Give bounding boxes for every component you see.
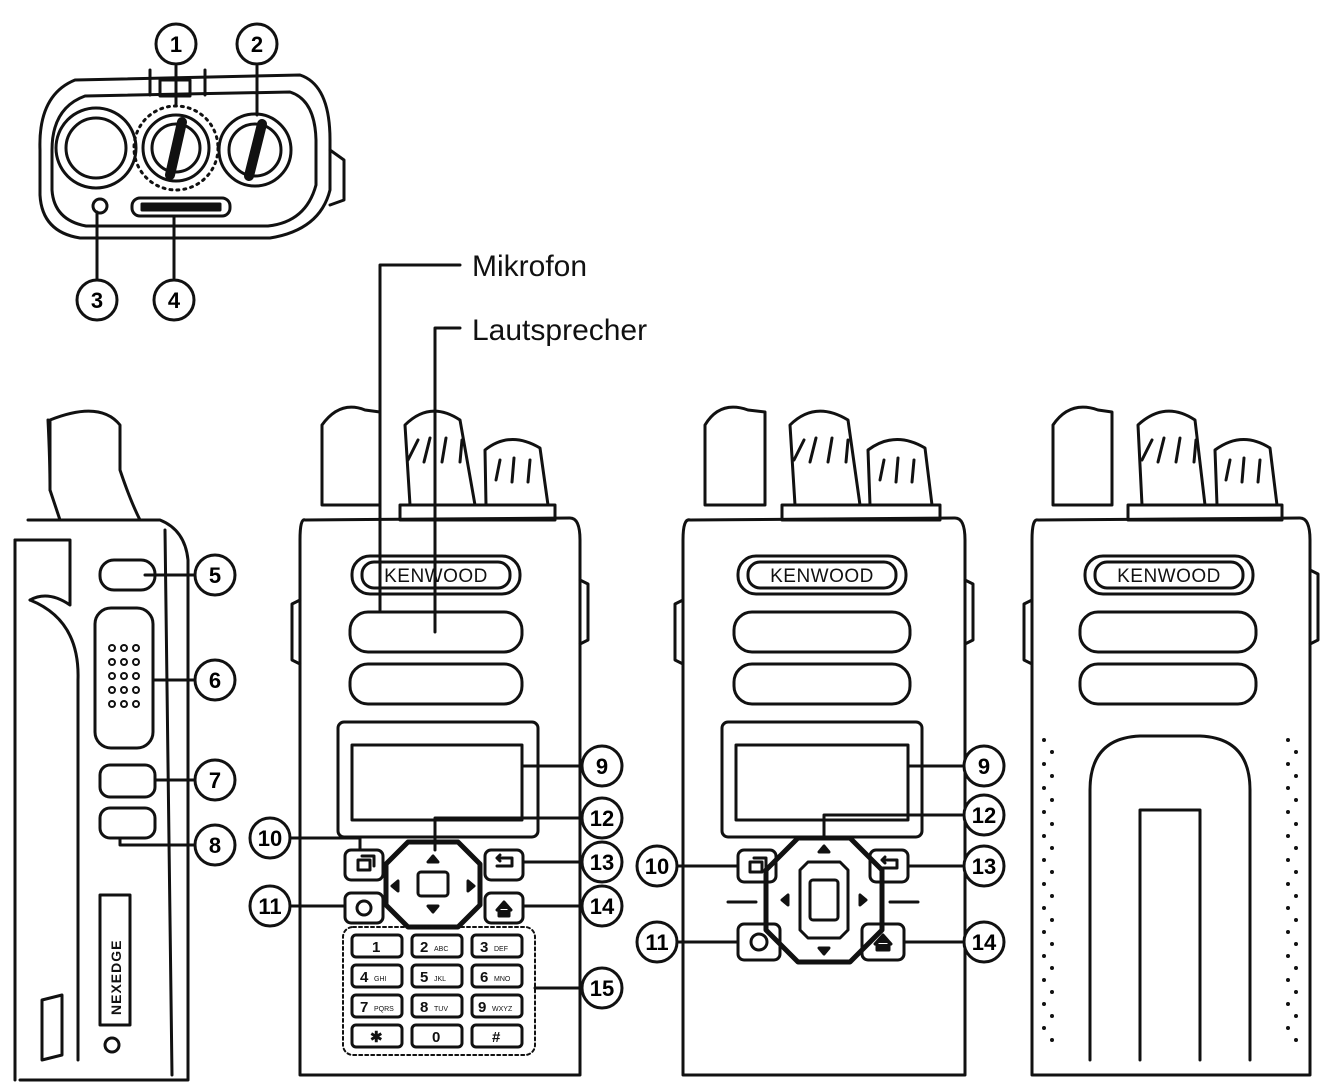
callout-12-front2: 12	[972, 803, 996, 828]
belt-clip	[1088, 734, 1252, 1062]
key-label: 2	[420, 939, 428, 956]
ptt-button	[93, 606, 155, 750]
key-label: #	[492, 1029, 501, 1046]
back-view	[1022, 405, 1320, 1077]
callout-4: 4	[168, 288, 181, 313]
callout-3: 3	[91, 288, 103, 313]
key-label: 1	[372, 939, 380, 956]
keypad-labels: 1 2 ABC 3 DEF 4 GHI 5 JKL 6 MNO 7 PQRS 8…	[360, 939, 513, 1046]
key-sub-label: WXYZ	[492, 1006, 513, 1013]
callout-7: 7	[209, 768, 221, 793]
brand-logo-front1: KENWOOD	[384, 566, 488, 587]
callout-13-front1: 13	[590, 850, 614, 875]
key-label: 9	[478, 999, 486, 1016]
callout-14-front1: 14	[590, 894, 615, 919]
key-sub-label: PQRS	[374, 1006, 394, 1013]
top-view	[38, 64, 346, 282]
display-screen	[350, 743, 524, 822]
volume-knob	[217, 112, 293, 188]
key-label: 4	[360, 969, 369, 986]
side-view	[13, 409, 197, 1082]
callout-10-front2: 10	[645, 854, 669, 879]
callout-1: 1	[170, 32, 182, 57]
key-sub-label: TUV	[434, 1006, 448, 1013]
key-sub-label: MNO	[494, 976, 511, 983]
brand-logo-back: KENWOOD	[1117, 566, 1221, 587]
callout-5: 5	[209, 563, 221, 588]
callout-6: 6	[209, 668, 221, 693]
antenna-base	[54, 106, 138, 190]
key-label: 0	[432, 1029, 440, 1046]
side-button-7	[98, 763, 157, 799]
callout-15: 15	[590, 976, 614, 1001]
callout-circles	[75, 22, 1006, 1010]
front-view-keypad	[288, 405, 590, 1077]
key-label: 8	[420, 999, 428, 1016]
callout-2: 2	[251, 32, 263, 57]
microphone-leader	[378, 263, 462, 612]
key-sub-label: JKL	[434, 976, 446, 983]
microphone-label: Mikrofon	[472, 250, 587, 283]
speaker-leader	[433, 326, 462, 634]
top-label-bar	[130, 196, 232, 218]
callout-11-front2: 11	[645, 930, 668, 955]
key-label: 6	[480, 969, 488, 986]
callout-8: 8	[209, 833, 221, 858]
front-view-nokeypad	[673, 405, 975, 1077]
callout-10-front1: 10	[258, 826, 282, 851]
channel-knob	[132, 104, 220, 192]
callout-numbers: 1 2 3 4 5 6 7 8 9 10 11 12 13 14 15 9 12…	[91, 32, 997, 1001]
callout-9-front1: 9	[596, 754, 608, 779]
side-button-8	[98, 806, 157, 840]
key-label: 5	[420, 969, 428, 986]
key-label: 7	[360, 999, 368, 1016]
callout-9-front2: 9	[978, 754, 990, 779]
key-sub-label: DEF	[494, 946, 508, 953]
led-indicator	[91, 197, 109, 215]
key-sub-label: GHI	[374, 976, 387, 983]
side-brand-label: NEXEDGE	[108, 940, 124, 1015]
callout-14-front2: 14	[972, 930, 997, 955]
key-label: 3	[480, 939, 488, 956]
callout-12-front1: 12	[590, 806, 614, 831]
brand-logo-front2: KENWOOD	[770, 566, 874, 587]
callout-13-front2: 13	[972, 854, 996, 879]
keypad-keys	[350, 933, 524, 1049]
key-sub-label: ABC	[434, 946, 448, 953]
key-label: ✱	[370, 1029, 383, 1046]
speaker-label: Lautsprecher	[472, 314, 647, 347]
callout-11-front1: 11	[258, 894, 281, 919]
keypad-area	[342, 926, 536, 1056]
